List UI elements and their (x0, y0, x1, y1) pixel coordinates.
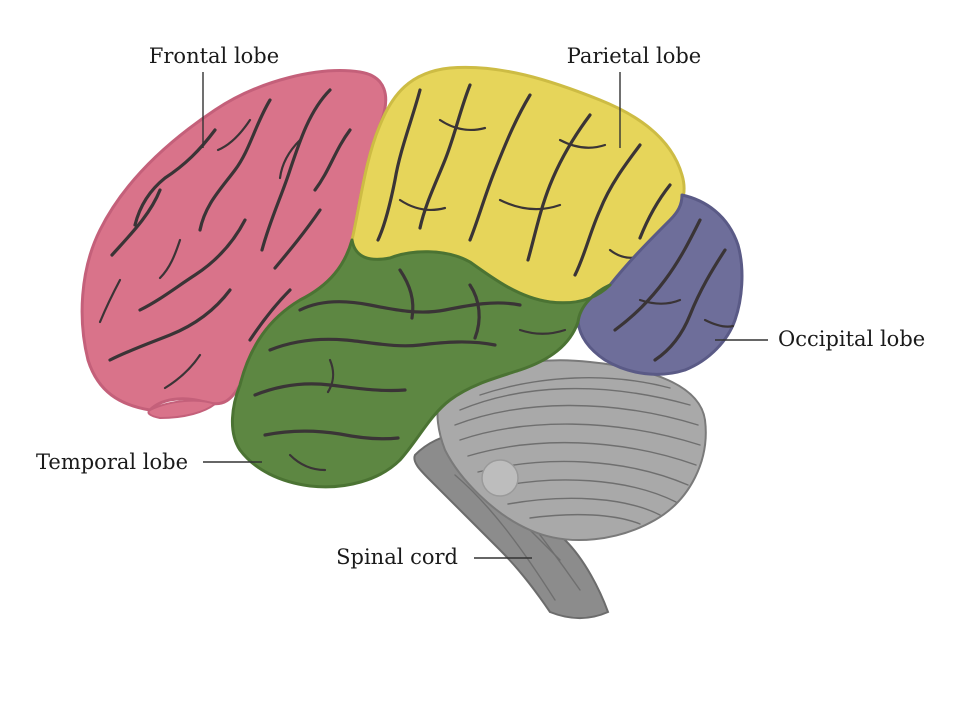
occipital-lobe-region (576, 193, 744, 376)
spinal-cord-label: Spinal cord (336, 545, 458, 569)
parietal-lobe-label: Parietal lobe (567, 44, 701, 68)
frontal-lobe-tip (147, 399, 217, 420)
occipital-lobe-label: Occipital lobe (778, 327, 925, 351)
frontal-lobe-label: Frontal lobe (149, 44, 279, 68)
temporal-lobe-region (230, 238, 612, 489)
temporal-lobe-label: Temporal lobe (36, 450, 188, 474)
cerebellum-region (436, 359, 707, 541)
pons-node (481, 459, 519, 497)
